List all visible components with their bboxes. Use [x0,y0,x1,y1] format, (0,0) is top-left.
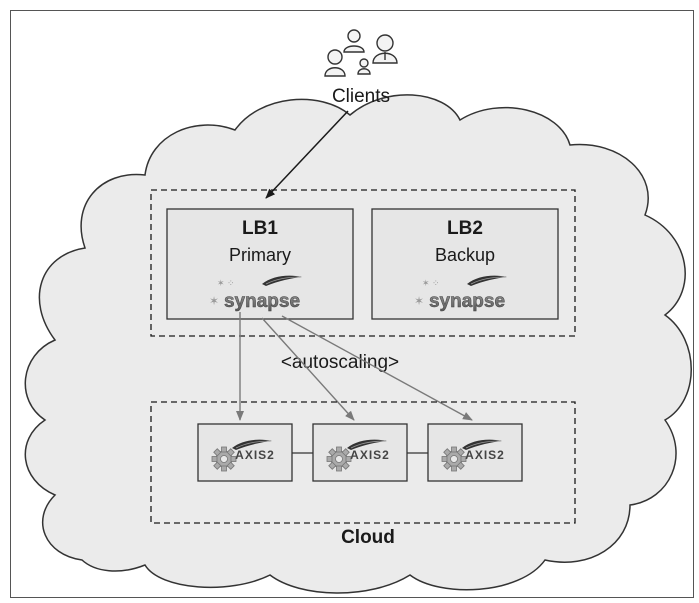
lb1-role: Primary [229,245,291,265]
load-balancer-group [150,189,576,337]
clients-label: Clients [332,86,390,107]
cloud-shape [24,94,692,594]
axis2-logo-text: AXIS2 [465,448,505,462]
lb2-box: LB2 Backup ✶ ⁘ ✶ synapse [371,208,559,320]
synapse-logo-text: synapse [224,291,300,312]
axis2-logo-text: AXIS2 [350,448,390,462]
axis2-logo-text: AXIS2 [235,448,275,462]
synapse-logo-icon: ✶ ⁘ ✶ synapse [209,275,303,312]
axis2-node-2: AXIS2 [312,423,408,482]
svg-text:✶: ✶ [209,294,219,308]
autoscaling-label: <autoscaling> [281,352,399,373]
lb2-name: LB2 [447,218,483,239]
outer-frame [10,10,694,598]
client-to-lb1-arrow [265,110,349,199]
svg-text:✶: ✶ [414,294,424,308]
axis2-node-3: AXIS2 [427,423,523,482]
lb1-name: LB1 [242,218,278,239]
lb1-to-node3-arrow [281,315,473,421]
axis2-node-1: AXIS2 [197,423,293,482]
clients-icon [324,29,398,77]
lb1-to-node2-arrow [261,317,355,421]
gear-icon [326,446,352,472]
axis2-cluster-group [150,401,576,524]
gear-icon [441,446,467,472]
svg-text:✶ ⁘: ✶ ⁘ [422,278,440,288]
gear-icon [211,446,237,472]
lb2-role: Backup [435,245,495,265]
lb1-box: LB1 Primary ✶ ⁘ ✶ synapse [166,208,354,320]
cloud-label: Cloud [341,527,395,548]
svg-text:✶ ⁘: ✶ ⁘ [217,278,235,288]
synapse-logo-icon: ✶ ⁘ ✶ synapse [414,275,508,312]
autoscaling-arrows [236,312,473,421]
synapse-logo-text: synapse [429,291,505,312]
